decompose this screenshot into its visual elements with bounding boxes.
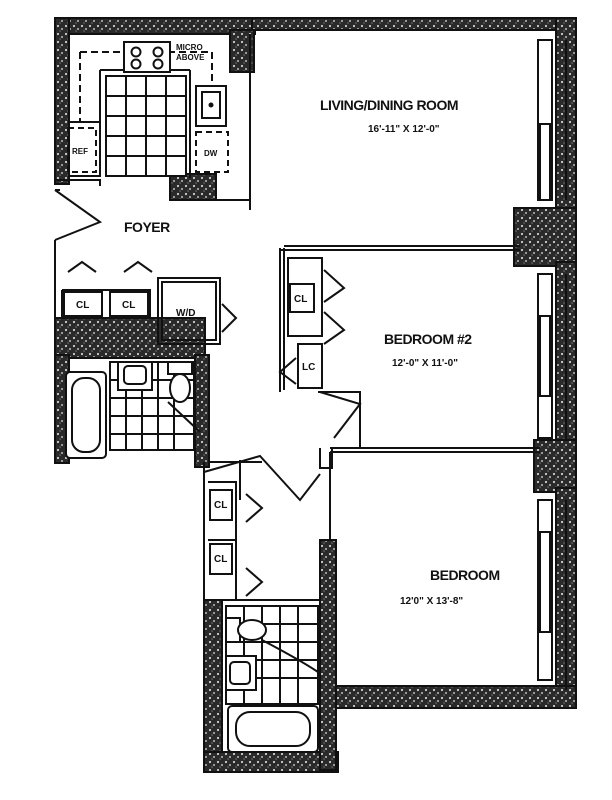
door-swings <box>67 260 362 597</box>
closet-label: CL <box>214 554 227 565</box>
bedroom2-dims: 12'-0" X 11'-0" <box>392 358 458 369</box>
ref-label: REF <box>72 147 88 156</box>
closet-boxes <box>63 283 315 575</box>
linen-closet-label: LC <box>302 362 315 373</box>
foyer-label: FOYER <box>124 219 170 235</box>
windows <box>537 39 567 690</box>
micro-label: MICRO <box>176 43 203 52</box>
bathroom-2 <box>225 605 319 753</box>
entry-door <box>54 189 103 241</box>
closet-label: CL <box>294 294 307 305</box>
bedroom-dims: 12'0" X 13'-8" <box>400 596 463 607</box>
stove-icon <box>123 41 171 73</box>
closet-label: CL <box>214 500 227 511</box>
interior-walls <box>54 34 540 601</box>
living-room-label: LIVING/DINING ROOM <box>320 97 458 113</box>
living-room-dims: 16'-11" X 12'-0" <box>368 124 440 135</box>
bathroom-1 <box>65 361 201 459</box>
bedroom-label: BEDROOM <box>430 567 500 583</box>
wd-label: W/D <box>176 308 195 319</box>
closet-label: CL <box>76 300 89 311</box>
bedroom2-label: BEDROOM #2 <box>384 331 472 347</box>
above-label: ABOVE <box>176 53 205 62</box>
closet-label: CL <box>122 300 135 311</box>
kitchen <box>67 41 229 178</box>
labels: LIVING/DINING ROOM 16'-11" X 12'-0" BEDR… <box>72 43 500 607</box>
kitchen-tile-floor <box>105 75 187 177</box>
toilet-icon <box>167 361 193 375</box>
dw-label: DW <box>204 149 218 158</box>
